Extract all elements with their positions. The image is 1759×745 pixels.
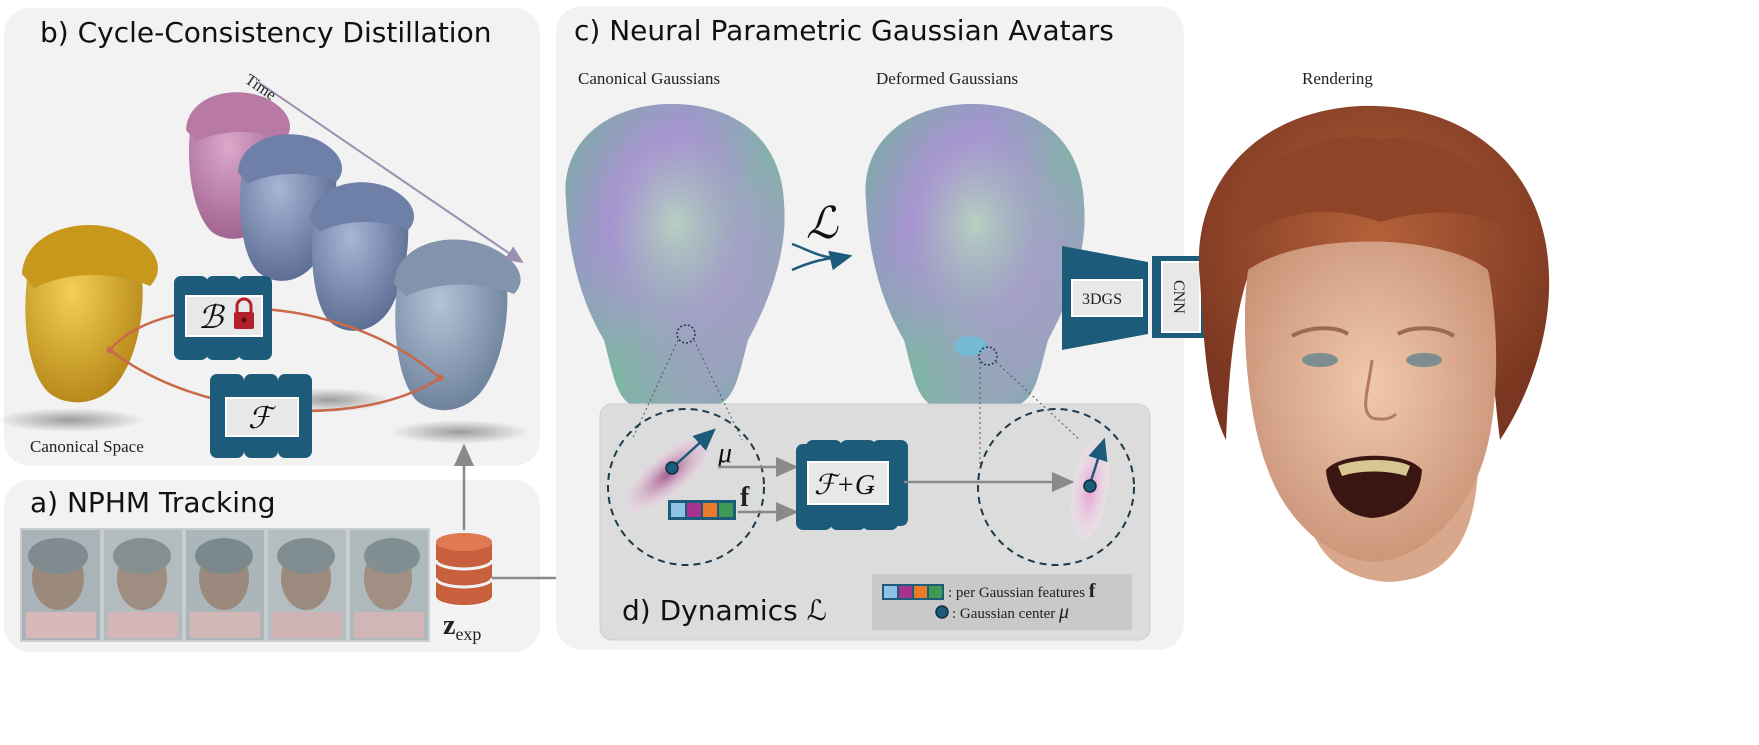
canonical-zoom-circle	[607, 408, 765, 566]
renderer-cnn-label: CNN	[1170, 280, 1187, 314]
time-arrow	[257, 81, 524, 264]
face-eye-left	[1302, 353, 1338, 367]
tracking-frame	[104, 530, 182, 640]
network-f: ℱ	[210, 374, 312, 458]
tracking-frame	[22, 530, 100, 640]
legend-center-text: : Gaussian center μ	[952, 601, 1069, 623]
feature-cell	[687, 503, 701, 517]
head-frame-blue-2	[310, 182, 414, 331]
network-fg-symbol: ℱ+Ǥ	[814, 470, 875, 501]
tracking-frames	[20, 528, 430, 642]
mu-label: μ	[717, 438, 732, 469]
deformation-symbol: ℒ	[806, 199, 839, 248]
canonical-gaussian-ellipse	[624, 436, 712, 512]
legend: : per Gaussian features f : Gaussian cen…	[872, 574, 1132, 630]
face-brow-right	[1397, 326, 1456, 338]
canonical-gaussian-center	[665, 461, 679, 475]
legend-center-symbol: μ	[1058, 601, 1069, 623]
latent-code-label: zexp	[443, 610, 481, 644]
tracking-frame	[350, 530, 428, 640]
face-eye-right	[1406, 353, 1442, 367]
panel-c-title: c) Neural Parametric Gaussian Avatars	[574, 14, 1114, 47]
tracking-frame	[268, 530, 346, 640]
network-b: ℬ	[174, 276, 272, 360]
legend-center-icon	[935, 605, 949, 619]
deformed-zoom-circle	[977, 408, 1135, 566]
legend-features-symbol: f	[1089, 580, 1096, 602]
face-brow-left	[1291, 326, 1350, 338]
head-frame-blue-3	[394, 239, 521, 411]
cycle-point	[106, 346, 114, 354]
legend-features-text: : per Gaussian features f	[948, 580, 1096, 602]
cycle-point	[436, 374, 444, 382]
canonical-mu-arrow	[671, 428, 716, 469]
lock-icon	[234, 297, 254, 329]
face-nose	[1364, 359, 1398, 421]
deformed-mu-arrow	[1088, 437, 1108, 485]
canonical-gaussian-head	[565, 104, 785, 404]
deformed-gaussian-center	[1083, 479, 1097, 493]
canonical-space-label: Canonical Space	[30, 437, 144, 456]
feature-cell	[671, 503, 685, 517]
panel-a-title: a) NPHM Tracking	[30, 486, 276, 519]
canonical-gaussians-label: Canonical Gaussians	[578, 69, 720, 88]
renderer-3dgs-label: 3DGS	[1082, 291, 1122, 308]
deformed-gaussians-label: Deformed Gaussians	[876, 69, 1018, 88]
renderer-block: 3DGS CNN	[1062, 246, 1210, 350]
face-teeth	[1338, 460, 1410, 476]
panel-b-title: b) Cycle-Consistency Distillation	[40, 16, 491, 49]
deformed-gaussian-head	[865, 104, 1085, 404]
feature-vector	[668, 500, 736, 520]
panel-d-title: d) Dynamics ℒ	[622, 594, 827, 627]
latent-code-subscript: exp	[455, 624, 481, 644]
canonical-head	[22, 225, 158, 403]
head-shadow	[390, 420, 530, 444]
f-label: f	[740, 482, 750, 513]
feature-cell	[719, 503, 733, 517]
tracking-frame	[186, 530, 264, 640]
zoom-guide	[693, 339, 743, 441]
canonical-head-shadow	[0, 408, 145, 432]
rendering-label: Rendering	[1302, 69, 1373, 88]
database-icon	[434, 533, 494, 605]
feature-cell	[703, 503, 717, 517]
deformation-arrow-tail	[791, 254, 851, 272]
network-fg: ℱ+Ǥ	[796, 440, 908, 530]
zoom-guide	[995, 361, 1081, 441]
rendered-face	[1198, 105, 1550, 582]
network-b-symbol: ℬ	[198, 299, 226, 335]
